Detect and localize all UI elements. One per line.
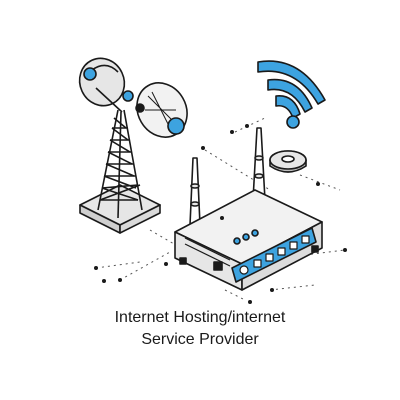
signal-receiver-disc	[269, 150, 307, 173]
square-icon	[301, 235, 310, 244]
home-icon	[253, 259, 262, 268]
decorative-dots	[94, 124, 347, 304]
satellite-tower	[78, 57, 188, 234]
router	[174, 127, 323, 291]
wifi-signal-icon	[257, 60, 326, 129]
square-icon	[289, 241, 298, 250]
square-icon	[277, 247, 286, 256]
caption-line-2: Service Provider	[141, 331, 259, 348]
power-icon	[239, 265, 249, 275]
caption-line-1: Internet Hosting/internet	[114, 309, 286, 326]
square-icon	[265, 253, 274, 262]
